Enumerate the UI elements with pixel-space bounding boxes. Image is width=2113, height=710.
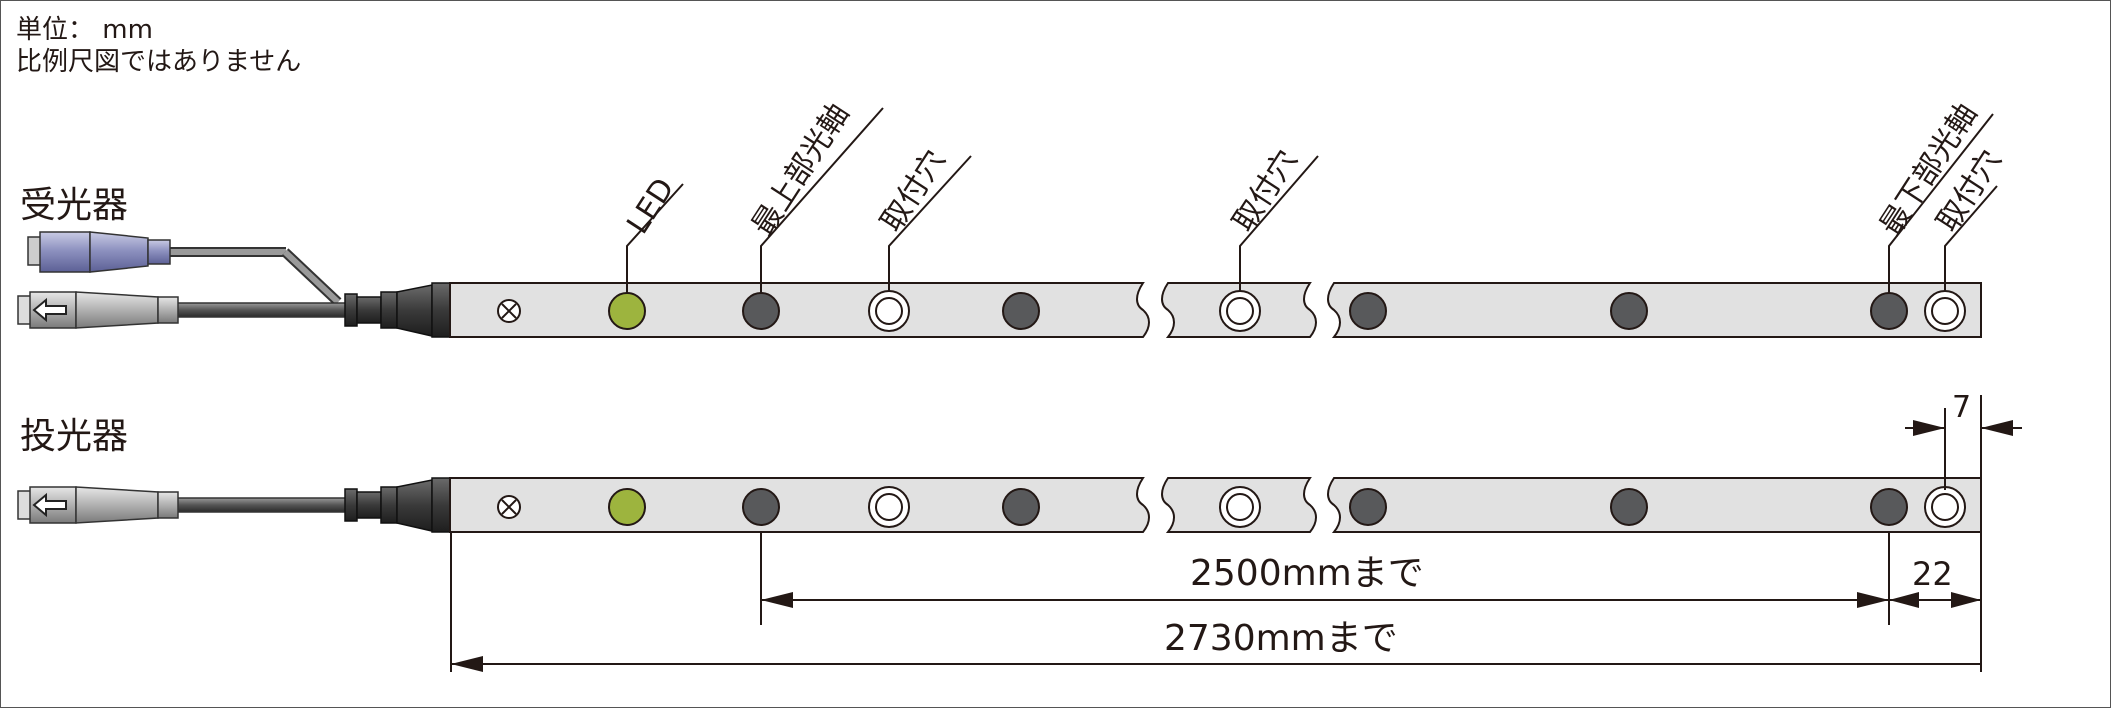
receiver-sensor-head: [344, 282, 451, 338]
mount-hole-1: [868, 486, 910, 528]
beam: [1349, 292, 1387, 330]
top-axis-label: 最上部光軸: [745, 97, 856, 242]
leader-lines: [626, 107, 1998, 293]
beam: [1349, 488, 1387, 526]
dim-7: 7: [1952, 390, 1971, 425]
receiver-blue-connector: [27, 231, 171, 273]
mount-hole-1: [868, 290, 910, 332]
beam-top: [742, 292, 780, 330]
arrow-left-icon: [32, 297, 67, 323]
beam: [1610, 292, 1648, 330]
dim-2500: 2500mmまで: [1190, 553, 1424, 594]
scale-note: 比例尺図ではありません: [16, 47, 301, 77]
receiver-label: 受光器: [20, 185, 128, 226]
mount-hole-label-2: 取付穴: [1226, 144, 1304, 239]
emitter-cable: [175, 497, 347, 513]
led-label: LED: [620, 172, 681, 240]
indicator-icon: [497, 299, 521, 323]
beam: [1002, 488, 1040, 526]
mount-hole-label-1: 取付穴: [874, 144, 952, 239]
mount-hole-2: [1219, 290, 1261, 332]
unit-note: 単位： mm: [16, 15, 153, 45]
emitter-grey-connector: [17, 486, 179, 524]
dim-2730: 2730mmまで: [1164, 618, 1398, 659]
beam: [1002, 292, 1040, 330]
emitter-bar: [449, 477, 1982, 533]
emitter-bar-elements: [497, 486, 1966, 528]
receiver-cables: [168, 247, 347, 318]
dimension-lines: [450, 395, 2022, 672]
mount-hole-2: [1219, 486, 1261, 528]
mount-hole-3: [1924, 486, 1966, 528]
beam-bottom: [1870, 488, 1908, 526]
receiver-bar-elements: [497, 290, 1966, 332]
indicator-icon: [497, 495, 521, 519]
arrow-left-icon: [32, 492, 67, 518]
led-indicator: [608, 292, 646, 330]
dimension-arrowheads: [451, 420, 2013, 672]
receiver-bar: [449, 282, 1982, 338]
emitter-label: 投光器: [20, 416, 128, 457]
beam: [1610, 488, 1648, 526]
emitter-sensor-head: [344, 477, 451, 533]
led-indicator: [608, 488, 646, 526]
dim-22: 22: [1912, 555, 1953, 593]
beam-top: [742, 488, 780, 526]
mount-hole-3: [1924, 290, 1966, 332]
beam-bottom: [1870, 292, 1908, 330]
